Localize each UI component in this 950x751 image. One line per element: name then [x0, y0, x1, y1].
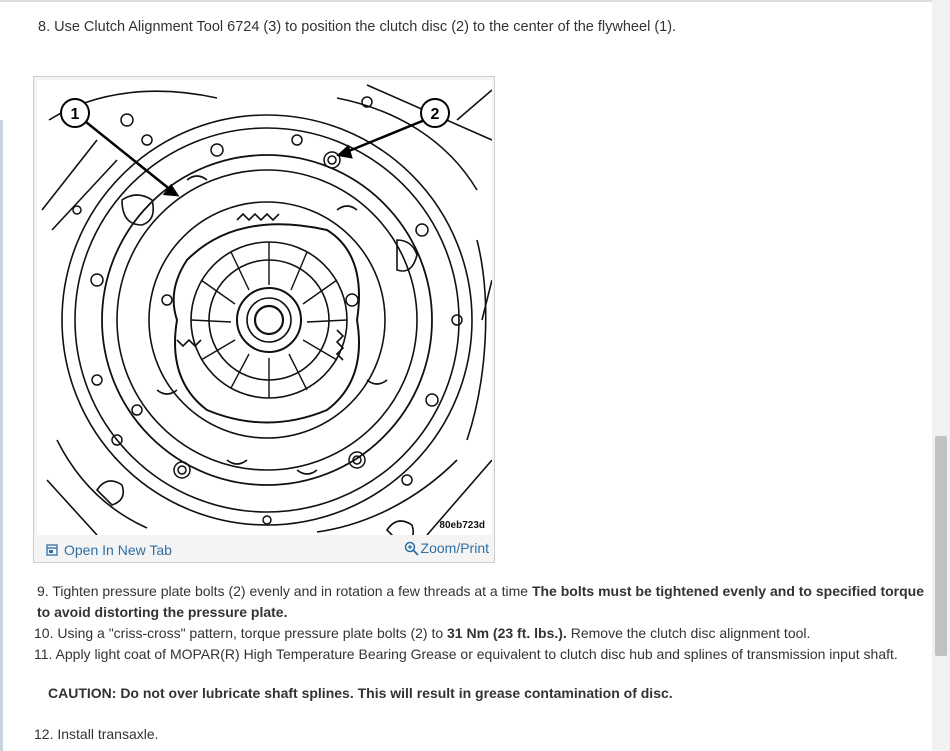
- step-10: 10. Using a "criss-cross" pattern, torqu…: [34, 623, 924, 644]
- step-9: 9. Tighten pressure plate bolts (2) even…: [34, 581, 924, 623]
- step-8-text: 8. Use Clutch Alignment Tool 6724 (3) to…: [38, 19, 677, 35]
- scrollbar-thumb[interactable]: [935, 436, 947, 656]
- open-new-tab-icon: [46, 544, 58, 556]
- left-edge-strip: [0, 120, 3, 751]
- caution-note: CAUTION: Do not over lubricate shaft spl…: [48, 685, 673, 701]
- clutch-figure: 1 2 80eb723d Open In New Tab: [33, 76, 495, 563]
- step-10-torque: 31 Nm (23 ft. lbs.).: [447, 625, 567, 641]
- vertical-scrollbar[interactable]: [932, 0, 950, 751]
- zoom-print-link[interactable]: Zoom/Print: [404, 540, 489, 556]
- clutch-line-drawing: 1 2: [41, 84, 492, 535]
- step-10-post: Remove the clutch disc alignment tool.: [566, 625, 811, 641]
- figure-toolbar: Open In New Tab Zoom/Print: [34, 537, 494, 562]
- step-12: 12. Install transaxle.: [34, 726, 159, 742]
- top-divider: [0, 0, 950, 2]
- magnifier-zoom-icon: [404, 541, 419, 556]
- callout-1: 1: [71, 106, 80, 123]
- callout-2: 2: [431, 106, 440, 123]
- open-in-new-tab-label: Open In New Tab: [64, 542, 172, 558]
- step-9-text: 9. Tighten pressure plate bolts (2) even…: [37, 583, 532, 599]
- procedure-steps: 9. Tighten pressure plate bolts (2) even…: [34, 581, 924, 665]
- open-in-new-tab-link[interactable]: Open In New Tab: [46, 542, 172, 558]
- step-9-warning: The bolts must be tightened evenly and t…: [37, 583, 925, 620]
- zoom-print-label: Zoom/Print: [420, 540, 489, 556]
- step-11: 11. Apply light coat of MOPAR(R) High Te…: [34, 646, 898, 662]
- figure-id: 80eb723d: [439, 520, 485, 531]
- clutch-illustration[interactable]: 1 2: [37, 80, 492, 535]
- step-10-pre: 10. Using a "criss-cross" pattern, torqu…: [34, 625, 448, 641]
